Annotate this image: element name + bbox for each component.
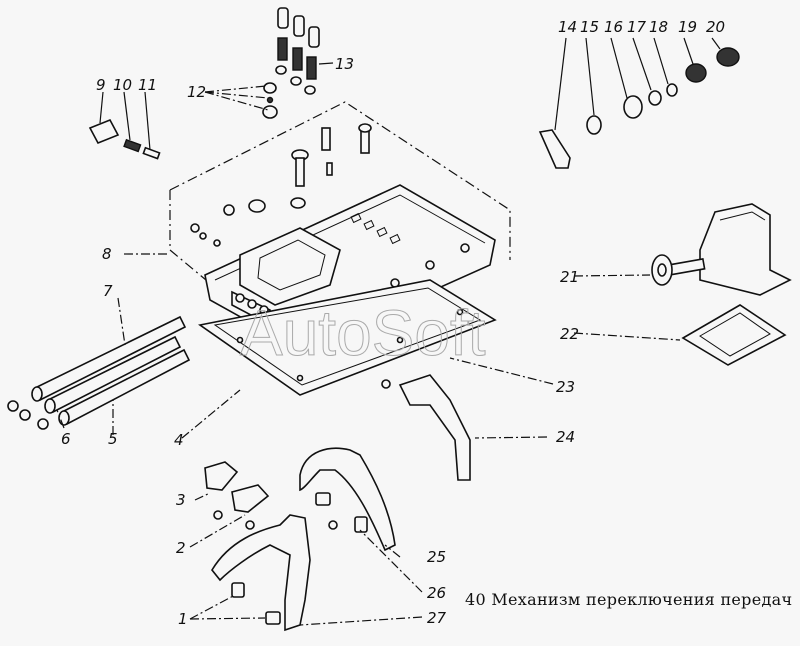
callout-4: 4 — [174, 431, 184, 449]
watermark: AutoSoft — [240, 297, 486, 369]
callout-8: 8 — [102, 245, 112, 263]
figure-caption: 40 Механизм переключения передач — [465, 590, 792, 609]
callout-15: 15 — [580, 18, 599, 36]
callout-14: 14 — [558, 18, 577, 36]
callout-22: 22 — [560, 325, 579, 343]
callout-27: 27 — [427, 609, 447, 627]
cover-gasket — [197, 279, 497, 396]
shift-lever-housing — [651, 203, 792, 296]
callout-7: 7 — [103, 282, 113, 300]
callout-6: 6 — [61, 430, 71, 448]
callout-1: 1 — [178, 610, 188, 628]
callout-9: 9 — [96, 76, 106, 94]
callout-20: 20 — [706, 18, 725, 36]
leader-lines — [56, 37, 721, 626]
callout-10: 10 — [113, 76, 132, 94]
callout-16: 16 — [604, 18, 623, 36]
detent-plungers-and-springs — [275, 7, 320, 95]
shift-fork-25 — [299, 447, 396, 552]
callout-21: 21 — [560, 268, 579, 286]
callout-19: 19 — [678, 18, 697, 36]
figure-title: Механизм переключения передач — [491, 590, 793, 609]
shift-fork-24 — [398, 374, 471, 481]
shift-rails — [7, 315, 191, 430]
callout-2: 2 — [176, 539, 186, 557]
callout-23: 23 — [556, 378, 575, 396]
callout-13: 13 — [335, 55, 354, 73]
callout-3: 3 — [176, 491, 186, 509]
callout-labels: 9 10 11 12 13 14 15 16 17 18 19 20 8 7 6… — [61, 18, 725, 628]
shift-fork-1 — [211, 514, 311, 632]
callout-18: 18 — [649, 18, 668, 36]
assembly-outline — [169, 101, 511, 301]
callout-26: 26 — [427, 584, 446, 602]
callout-11: 11 — [138, 76, 157, 94]
callout-24: 24 — [556, 428, 575, 446]
callout-17: 17 — [627, 18, 647, 36]
figure-number: 40 — [465, 590, 486, 609]
stop-bolt-spring-plunger — [88, 118, 161, 160]
shift-blocks-2-3 — [204, 379, 391, 530]
callout-25: 25 — [427, 548, 446, 566]
callout-12: 12 — [187, 83, 206, 101]
cover-bolts — [190, 123, 372, 247]
plug-ball-washer — [262, 82, 278, 119]
housing-gasket — [681, 304, 787, 366]
output-seals-and-bushings — [538, 47, 740, 169]
callout-5: 5 — [108, 430, 118, 448]
